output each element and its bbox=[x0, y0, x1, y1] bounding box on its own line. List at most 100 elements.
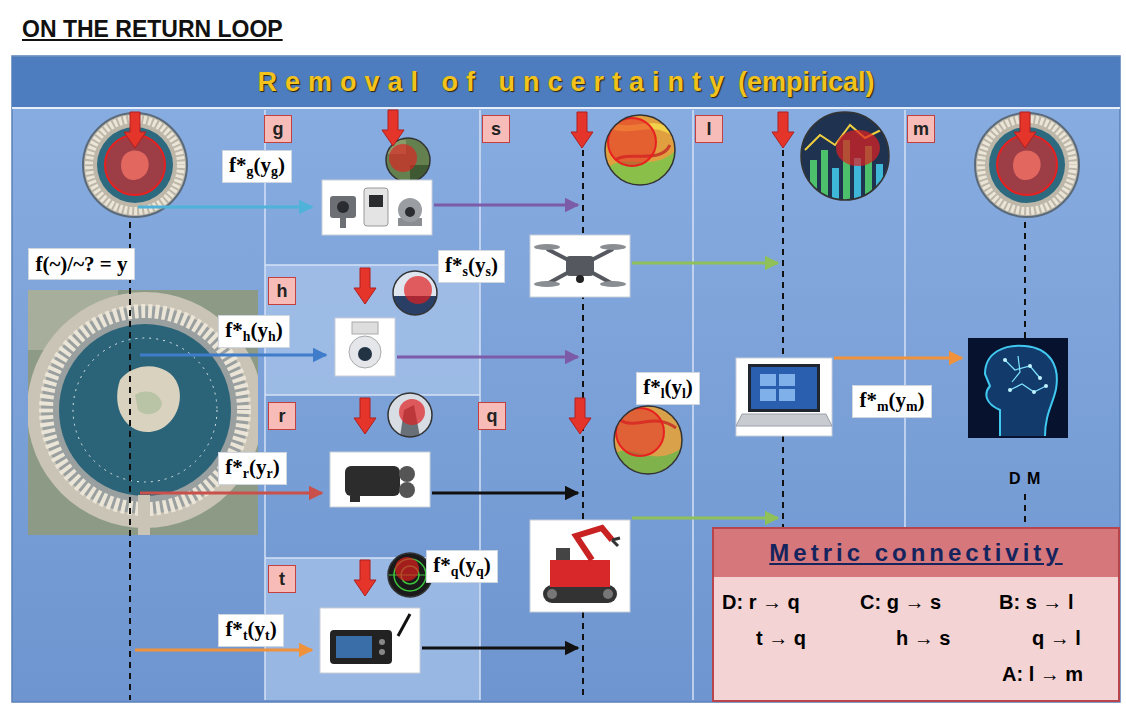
drone-picture bbox=[576, 275, 584, 283]
laptop-picture bbox=[736, 414, 832, 426]
gimbal-camera-picture bbox=[352, 322, 378, 334]
robot-picture bbox=[530, 520, 630, 612]
camera-set-picture bbox=[364, 188, 388, 226]
sensor-thumbnail bbox=[393, 271, 437, 316]
radio-device-picture bbox=[336, 636, 372, 658]
terrain-thumbnail bbox=[614, 406, 682, 474]
drone-picture bbox=[534, 244, 560, 250]
function-text: f*h(yh) bbox=[225, 318, 282, 345]
subscript: g bbox=[247, 164, 254, 179]
column-letter-box: l bbox=[695, 115, 723, 143]
brain-picture bbox=[1010, 384, 1046, 392]
aerial-photo bbox=[73, 338, 217, 482]
flow-arrow bbox=[434, 204, 578, 207]
chart-thumbnail bbox=[801, 112, 889, 200]
column-letter-box: m bbox=[907, 115, 935, 143]
dashed-guide bbox=[1024, 494, 1026, 527]
header-band: Removal of uncertainty(empirical) bbox=[12, 57, 1120, 109]
flow-arrow bbox=[140, 354, 326, 357]
function-text: f*t(yt) bbox=[225, 617, 276, 644]
radio-device-picture bbox=[379, 649, 385, 655]
aerial-photo bbox=[138, 495, 150, 535]
connectivity-entry: C: g → s bbox=[860, 591, 941, 614]
function-label: f*m(ym) bbox=[852, 385, 932, 418]
chart-thumbnail bbox=[876, 164, 883, 200]
robot-picture bbox=[530, 520, 630, 612]
column-letter: h bbox=[277, 282, 288, 300]
brain-picture bbox=[1003, 358, 1048, 394]
column-letter: l bbox=[706, 120, 711, 138]
sensor-thumbnail bbox=[395, 557, 419, 581]
drone-picture bbox=[547, 249, 613, 284]
function-label: f*h(yh) bbox=[218, 315, 290, 348]
brain-picture bbox=[1008, 388, 1012, 392]
sensor-thumbnail bbox=[393, 271, 437, 315]
column-letter-box: h bbox=[268, 277, 296, 305]
function-label: f*g(yg) bbox=[222, 150, 292, 183]
terrain-thumbnail bbox=[614, 406, 682, 474]
subscript: t bbox=[265, 628, 270, 643]
box-heading: Metric connectivity bbox=[769, 539, 1062, 567]
sensor-thumbnail bbox=[388, 393, 432, 437]
handheld-camera-picture bbox=[399, 482, 415, 498]
label-holder: D M bbox=[1009, 470, 1041, 488]
heat-map-thumbnail bbox=[605, 115, 675, 185]
brain-picture bbox=[1038, 376, 1042, 380]
gimbal-camera-picture bbox=[349, 336, 381, 368]
chart-thumbnail bbox=[836, 130, 880, 166]
radio-device-picture bbox=[330, 630, 392, 664]
dashed-guide bbox=[129, 222, 131, 700]
drone-picture bbox=[600, 281, 626, 287]
subscript: g bbox=[271, 164, 278, 179]
cell-holder: q → l bbox=[1032, 627, 1081, 650]
camera-set-picture bbox=[337, 201, 349, 213]
function-label: f(~)/~? = y bbox=[28, 248, 135, 280]
flow-arrow bbox=[632, 517, 778, 520]
chart-thumbnail bbox=[801, 112, 889, 200]
subscript: q bbox=[476, 564, 484, 579]
function-label: f*r(yr) bbox=[218, 452, 287, 485]
down-arrow bbox=[124, 112, 146, 148]
cell-holder: B: s → l bbox=[999, 591, 1073, 614]
subscript: r bbox=[243, 466, 249, 481]
sensor-thumbnail bbox=[399, 399, 425, 425]
laptop-picture bbox=[751, 367, 817, 409]
connectivity-entry: A: l → m bbox=[1002, 663, 1083, 686]
radio-device-picture bbox=[398, 614, 410, 636]
column-letter-box: r bbox=[268, 402, 296, 430]
flow-arrow bbox=[632, 262, 778, 265]
flow-arrow bbox=[834, 357, 962, 360]
column-divider bbox=[692, 110, 694, 700]
handheld-camera-picture bbox=[330, 452, 430, 507]
function-text: f*l(yl) bbox=[643, 375, 693, 402]
handheld-camera-picture bbox=[350, 496, 360, 502]
terrain-thumbnail bbox=[614, 406, 682, 474]
drone-picture bbox=[530, 235, 630, 297]
down-arrow bbox=[354, 268, 376, 304]
laptop-picture bbox=[748, 364, 820, 412]
gimbal-camera-picture bbox=[335, 318, 395, 376]
column-letter-box: s bbox=[482, 115, 510, 143]
subscript: t bbox=[243, 628, 248, 643]
terrain-thumbnail bbox=[616, 408, 664, 456]
cell-holder: A: l → m bbox=[1002, 663, 1083, 686]
function-text: f*q(yq) bbox=[433, 553, 490, 580]
camera-set-picture bbox=[330, 196, 356, 218]
aerial-photo bbox=[135, 392, 162, 415]
function-text: f(~)/~? = y bbox=[35, 252, 127, 276]
flow-arrow bbox=[140, 492, 322, 495]
drone-picture bbox=[530, 235, 630, 297]
robot-picture bbox=[550, 560, 610, 587]
camera-set-picture bbox=[340, 218, 346, 228]
flow-arrow bbox=[138, 206, 312, 209]
robot-picture bbox=[547, 589, 557, 599]
camera-set-picture bbox=[322, 180, 432, 235]
connectivity-entry: t → q bbox=[756, 627, 806, 650]
column-letter: r bbox=[278, 407, 285, 425]
blue-panel bbox=[265, 394, 480, 396]
cell-holder: Metric connectivity bbox=[714, 529, 1118, 577]
flow-arrow bbox=[135, 649, 312, 652]
handheld-camera-picture bbox=[330, 452, 430, 507]
down-arrow bbox=[772, 112, 794, 148]
heat-map-thumbnail bbox=[605, 115, 676, 186]
